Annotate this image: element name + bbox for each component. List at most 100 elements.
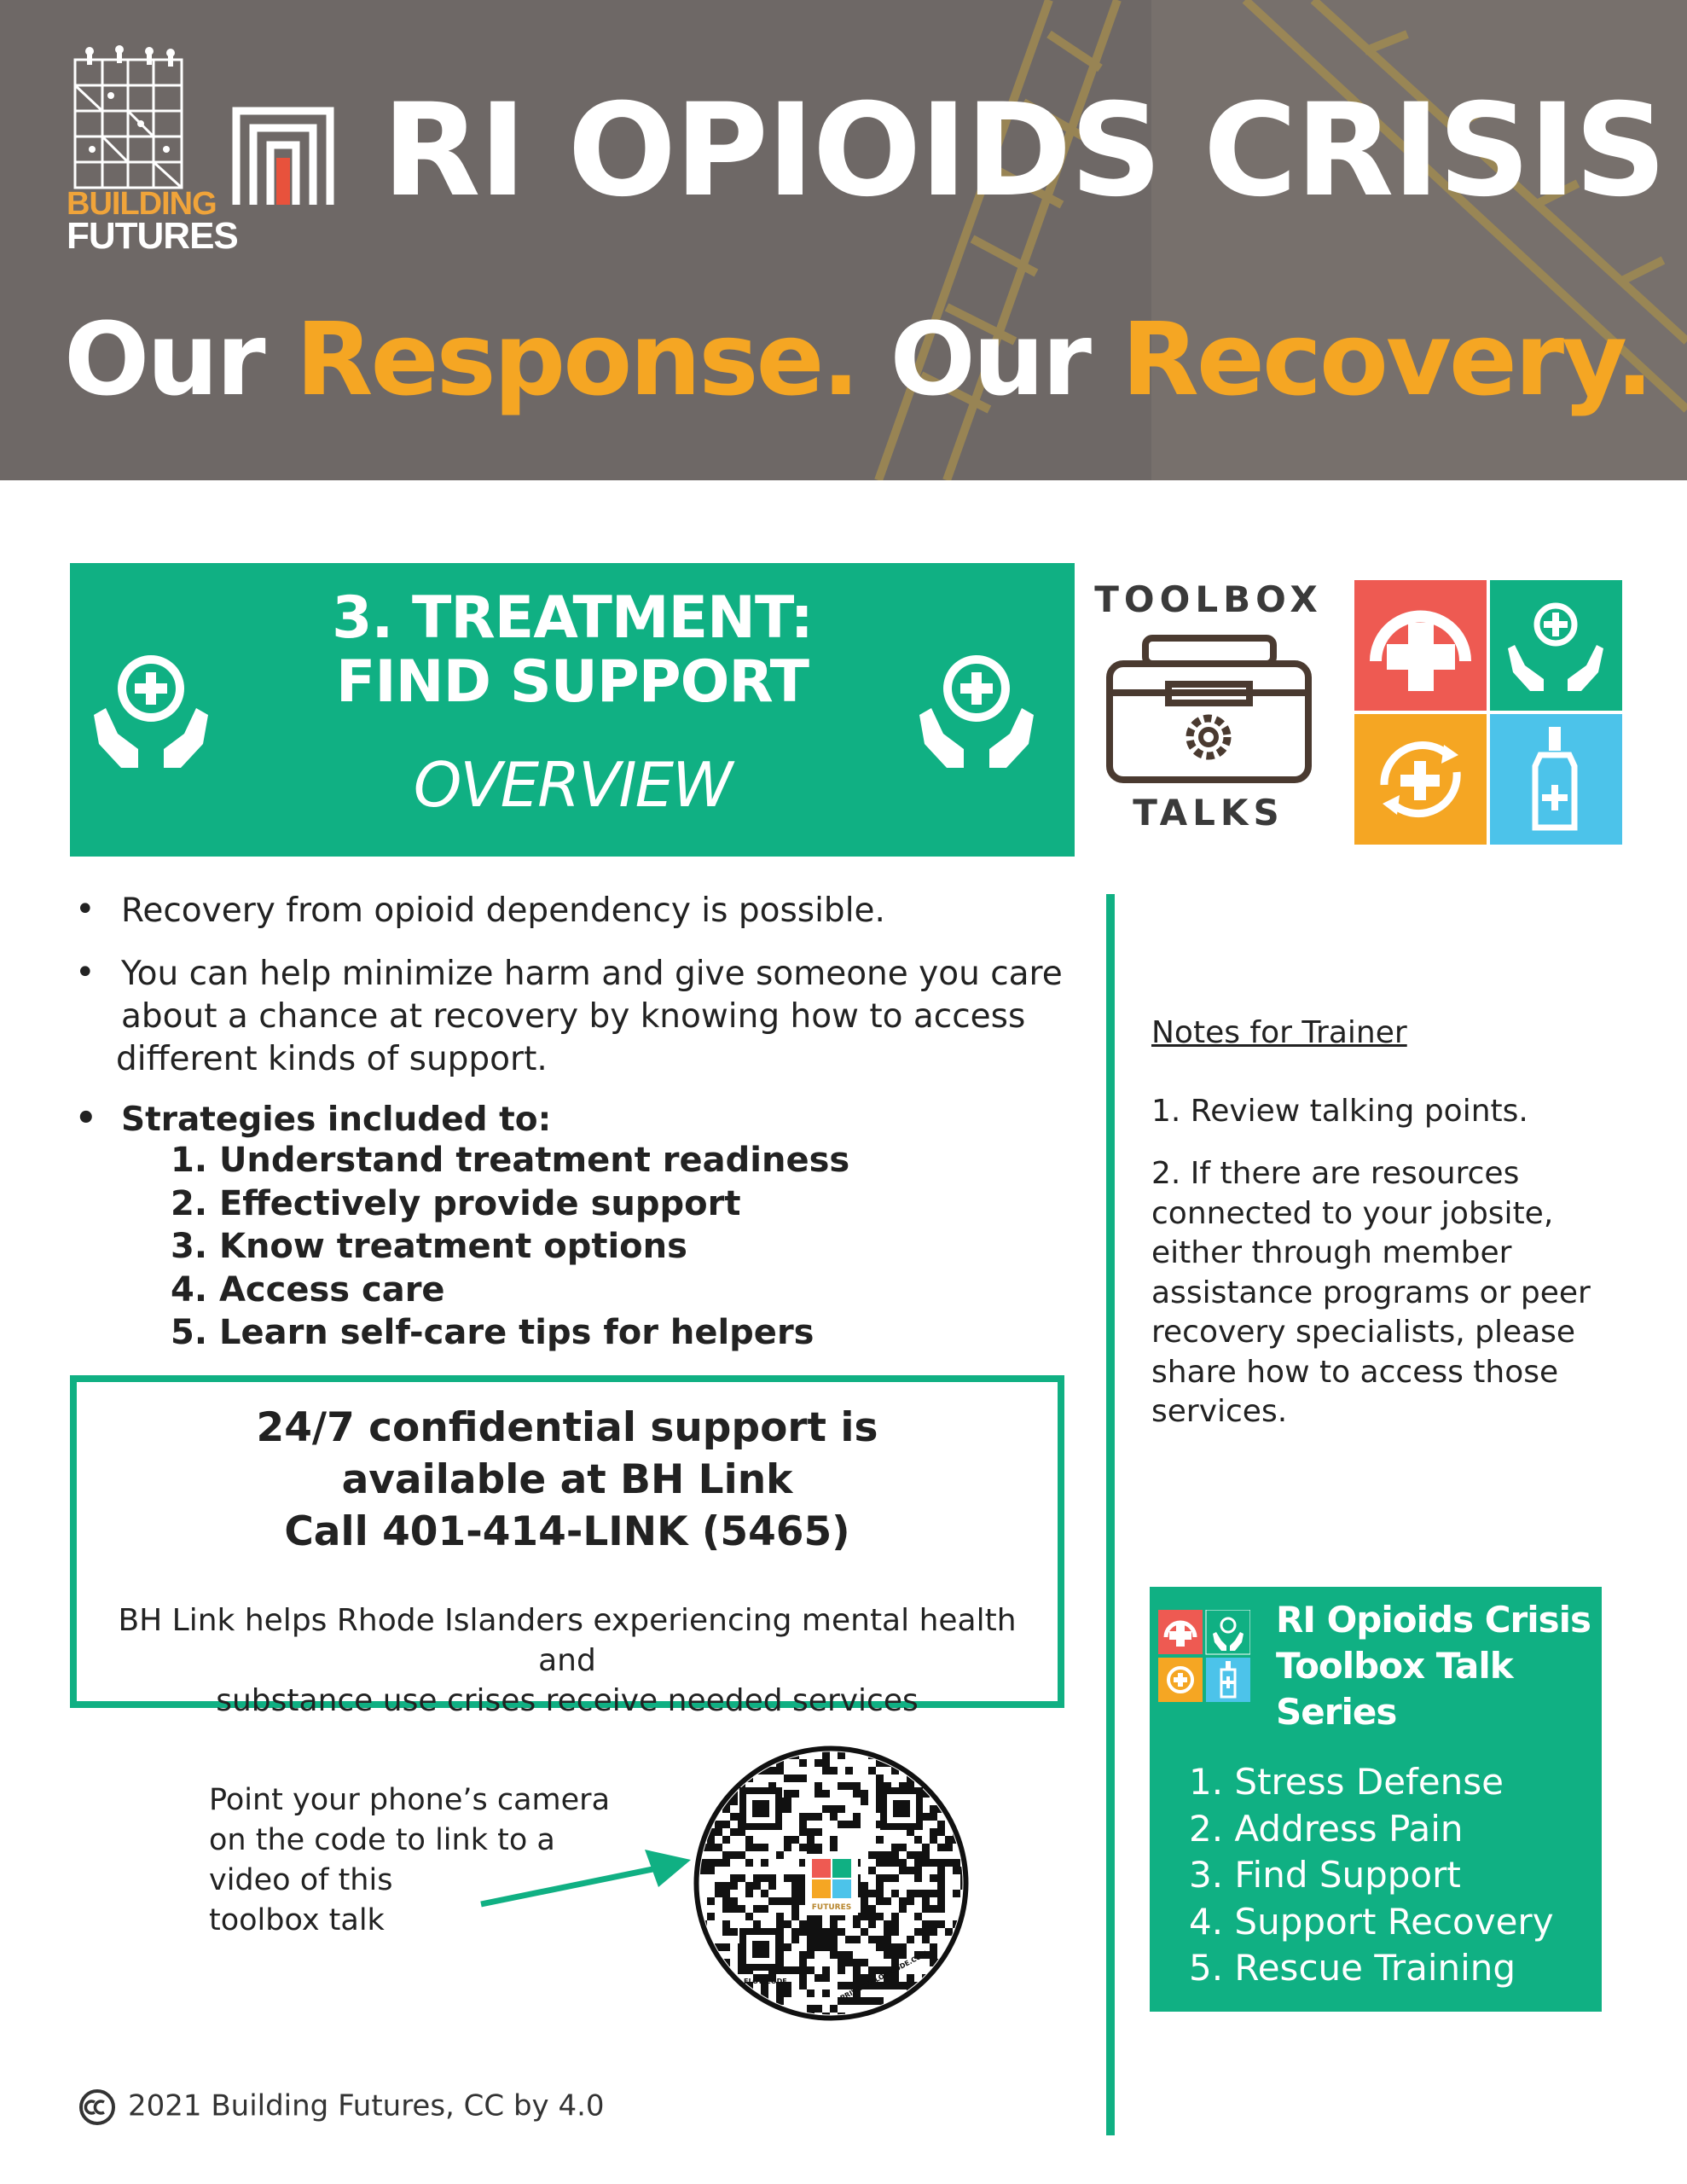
bullet-text: Strategies included to:: [121, 1099, 1068, 1141]
crane-background-image: [0, 0, 1687, 480]
qr-module: [799, 1882, 807, 1890]
qr-module: [807, 1813, 815, 1821]
qr-module: [853, 1997, 861, 2005]
qr-module: [884, 1966, 891, 1974]
qr-module: [799, 1890, 807, 1897]
qr-module: [799, 1959, 807, 1966]
logo-line-futures: FUTURES: [67, 214, 239, 257]
qr-module: [830, 1913, 838, 1920]
qr-module: [953, 1997, 960, 2005]
qr-module: [914, 1874, 922, 1882]
qr-module: [922, 1890, 930, 1897]
qr-module: [907, 1974, 914, 1982]
creative-commons-icon: [79, 2089, 115, 2125]
qr-module: [914, 1851, 922, 1859]
qr-module: [822, 1767, 830, 1774]
section-subtitle: OVERVIEW: [413, 749, 733, 821]
qr-module: [722, 1890, 730, 1897]
qr-module: [776, 1920, 784, 1928]
qr-module: [930, 1890, 937, 1897]
qr-module: [722, 1774, 730, 1782]
qr-module: [953, 2013, 960, 2015]
qr-module: [761, 1905, 768, 1913]
qr-module: [899, 1951, 907, 1959]
toolbox-label-bottom: TALKS: [1133, 792, 1284, 834]
qr-code[interactable]: FUTURES FLOWCODE PRIVACY.FLOWCODE.COM: [693, 1745, 970, 2022]
qr-module: [876, 1798, 884, 1805]
toolbox-label-top: TOOLBOX: [1094, 578, 1323, 620]
qr-module: [738, 1989, 745, 1997]
qr-module: [868, 1913, 876, 1920]
qr-module: [699, 1982, 707, 1989]
strategy-item: 1. Understand treatment readiness: [171, 1141, 850, 1180]
qr-module: [953, 1751, 960, 1759]
qr-module: [930, 1751, 937, 1759]
qr-module: [807, 1936, 815, 1943]
qr-module: [876, 1851, 884, 1859]
qr-module: [868, 1767, 876, 1774]
qr-module: [715, 1828, 722, 1836]
bullet-dot-icon: •: [75, 1099, 97, 1138]
qr-module: [715, 1790, 722, 1798]
qr-module: [815, 1974, 822, 1982]
qr-module: [815, 1790, 822, 1798]
qr-module: [868, 1966, 876, 1974]
qr-module: [953, 1782, 960, 1790]
qr-module: [907, 1782, 914, 1790]
qr-module: [914, 1867, 922, 1874]
qr-module: [822, 1943, 830, 1951]
qr-module: [922, 1997, 930, 2005]
bullet-dot-icon: •: [75, 890, 96, 929]
qr-module: [830, 1805, 838, 1813]
qr-module: [937, 1974, 945, 1982]
qr-module: [884, 1859, 891, 1867]
qr-module: [715, 1890, 722, 1897]
qr-module: [853, 1813, 861, 1821]
qr-module: [891, 1844, 899, 1851]
qr-module: [761, 1974, 768, 1982]
qr-module: [907, 1828, 914, 1836]
qr-module: [953, 1951, 960, 1959]
qr-module: [876, 1805, 884, 1813]
qr-instruction-line: toolbox talk: [209, 1903, 385, 1937]
qr-module: [899, 1844, 907, 1851]
qr-module: [861, 1997, 868, 2005]
qr-module: [845, 1982, 853, 1989]
qr-module: [922, 1859, 930, 1867]
qr-module: [768, 1974, 776, 1982]
qr-module: [830, 1951, 838, 1959]
qr-module: [930, 1759, 937, 1767]
qr-module: [930, 1805, 937, 1813]
qr-module: [707, 2013, 715, 2015]
qr-module: [876, 1982, 884, 1989]
qr-module: [907, 1867, 914, 1874]
qr-module: [838, 1821, 845, 1828]
qr-module: [784, 1805, 791, 1813]
qr-module: [930, 1928, 937, 1936]
qr-module: [845, 1821, 853, 1828]
series-tiles-icon: [1354, 580, 1622, 845]
qr-module: [937, 1859, 945, 1867]
qr-module: [699, 1813, 707, 1821]
section-title-line1: 3. TREATMENT:: [332, 584, 814, 652]
qr-module: [876, 1966, 884, 1974]
qr-module: [922, 1851, 930, 1859]
qr-module: [876, 1782, 884, 1790]
subtitle-response: Response.: [295, 300, 861, 418]
qr-module: [899, 1867, 907, 1874]
qr-module: [960, 2005, 963, 2013]
qr-module: [753, 1882, 761, 1890]
qr-module: [861, 1890, 868, 1897]
qr-module: [876, 1836, 884, 1844]
qr-module: [799, 1859, 807, 1867]
qr-module: [753, 1844, 761, 1851]
qr-module: [876, 1882, 884, 1890]
qr-module: [868, 1997, 876, 2005]
qr-module: [861, 1897, 868, 1905]
qr-module: [922, 1813, 930, 1821]
qr-module: [838, 2013, 845, 2015]
qr-module: [922, 1928, 930, 1936]
qr-module: [899, 1751, 907, 1759]
qr-module: [815, 1828, 822, 1836]
qr-module: [937, 1767, 945, 1774]
